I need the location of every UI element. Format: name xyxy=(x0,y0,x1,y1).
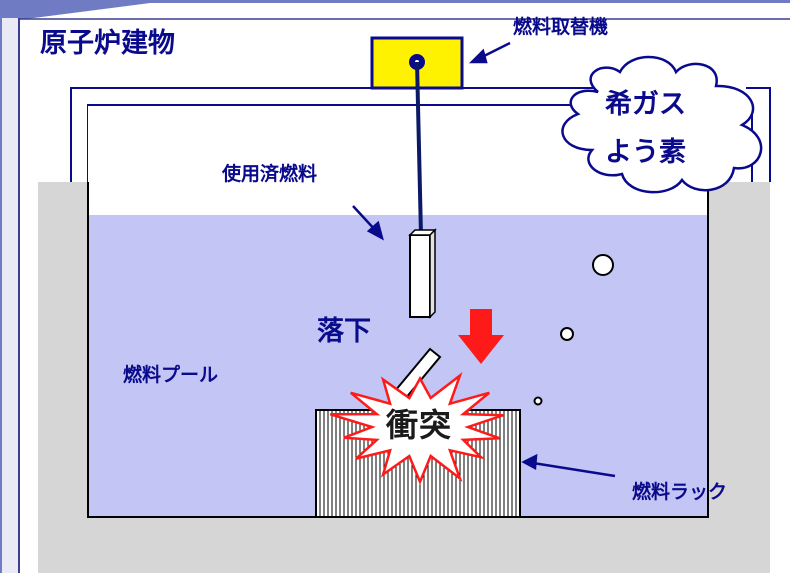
bubble-icon xyxy=(560,327,574,341)
rack-pointer xyxy=(532,461,616,478)
impact-label: 衝突 xyxy=(386,406,453,444)
machine-pointer-head xyxy=(468,48,488,64)
grapple-cable xyxy=(415,61,423,236)
building-title: 原子炉建物 xyxy=(40,28,175,59)
pointer-arrows xyxy=(352,41,616,478)
impact-burst-icon xyxy=(329,372,504,486)
pool-headspace xyxy=(88,182,708,216)
spent-fuel-assembly xyxy=(409,234,431,318)
spent-fuel-side xyxy=(429,228,436,319)
spent-fuel-pointer-head xyxy=(366,220,384,241)
fuel-rack-label: 燃料ラック xyxy=(632,481,728,503)
released-gas-label-line2: よう素 xyxy=(605,137,686,168)
fuel-handling-machine-label: 燃料取替機 xyxy=(513,16,609,38)
rack-pointer-head xyxy=(521,453,538,471)
drop-arrow-icon xyxy=(458,309,504,364)
building-outer-wall-right xyxy=(746,87,771,182)
gas-cloud-icon xyxy=(561,55,763,194)
bubble-icon xyxy=(592,254,614,276)
drop-label: 落下 xyxy=(317,316,371,347)
fuel-pool-label: 燃料プール xyxy=(123,364,219,386)
bubble-icon xyxy=(533,396,543,406)
slide-frame-left xyxy=(2,18,19,573)
released-gas-label-line1: 希ガス xyxy=(605,89,686,120)
spent-fuel-label: 使用済燃料 xyxy=(222,163,318,185)
